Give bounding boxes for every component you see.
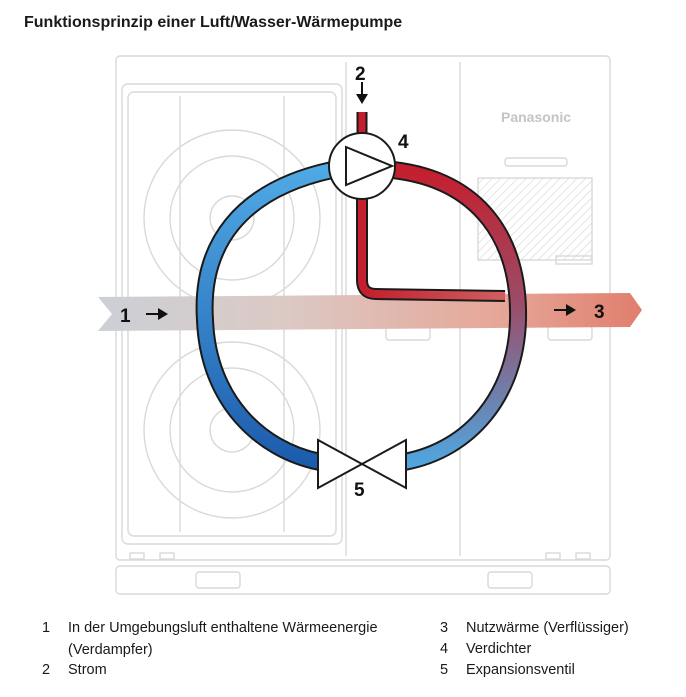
legend-number: 1 <box>42 620 51 636</box>
marker-3: 3 <box>594 302 605 323</box>
legend-item-2: 2 Strom <box>42 659 242 681</box>
legend-number: 2 <box>42 662 51 678</box>
compressor <box>328 132 396 200</box>
legend-text: Verdichter <box>466 641 532 657</box>
legend-number: 3 <box>440 620 449 636</box>
marker-5: 5 <box>354 480 365 501</box>
brand-logo: Panasonic <box>501 109 571 125</box>
page-title: Funktionsprinzip einer Luft/Wasser-Wärme… <box>24 14 403 31</box>
legend-text: Strom <box>68 662 107 678</box>
legend-number: 5 <box>440 662 449 678</box>
legend-item-4: 4 Verdichter <box>440 638 670 660</box>
marker-4: 4 <box>398 132 409 153</box>
legend-text: Expansionsventil <box>466 662 575 678</box>
arrow-power-icon <box>356 82 368 104</box>
marker-1: 1 <box>120 306 131 327</box>
arrow-heat-out-icon <box>554 304 576 316</box>
legend-item-3: 3 Nutzwärme (Verflüssiger) <box>440 617 670 639</box>
legend-item-5: 5 Expansionsventil <box>440 659 670 681</box>
airflow-arrow <box>98 293 642 331</box>
legend-item-1: 1 In der Umgebungsluft enthaltene Wärmee… <box>42 617 422 661</box>
legend-text: In der Umgebungsluft enthaltene Wärmeene… <box>68 620 378 636</box>
legend-number: 4 <box>440 641 449 657</box>
legend-text: Nutzwärme (Verflüssiger) <box>466 620 629 636</box>
legend-text: (Verdampfer) <box>68 642 153 658</box>
expansion-valve <box>317 438 407 490</box>
marker-2: 2 <box>355 64 366 85</box>
arrow-air-in-icon <box>146 308 168 320</box>
